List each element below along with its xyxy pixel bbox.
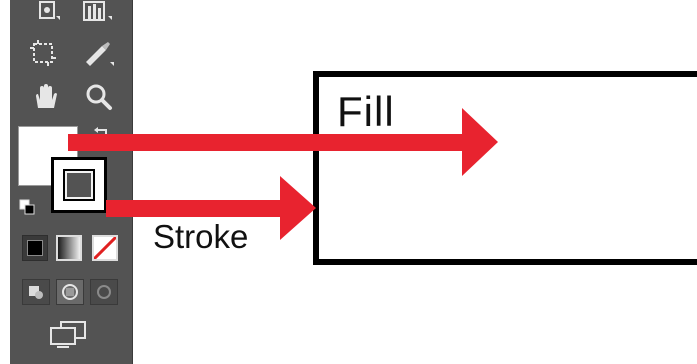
gradient-icon[interactable] xyxy=(56,235,82,261)
canvas-rectangle xyxy=(313,71,697,265)
draw-behind-icon[interactable] xyxy=(56,279,84,305)
swap-arrow-icon[interactable] xyxy=(94,126,110,140)
tools-panel xyxy=(10,0,133,364)
symbol-sprayer-icon[interactable] xyxy=(34,0,74,32)
slice-icon[interactable] xyxy=(78,38,118,70)
artboard-icon[interactable] xyxy=(26,38,66,70)
default-fill-stroke-icon[interactable] xyxy=(19,199,37,215)
stroke-swatch[interactable] xyxy=(51,157,107,213)
fill-label: Fill xyxy=(337,88,395,135)
none-icon[interactable] xyxy=(92,235,118,261)
stroke-swatch-hole xyxy=(63,169,95,201)
column-graph-icon[interactable] xyxy=(80,0,120,32)
draw-normal-icon[interactable] xyxy=(22,279,50,305)
screen-mode-icon[interactable] xyxy=(47,320,91,350)
stroke-label: Stroke xyxy=(153,218,249,255)
hand-icon[interactable] xyxy=(28,82,68,114)
draw-inside-icon[interactable] xyxy=(90,279,118,305)
color-icon[interactable] xyxy=(22,235,48,261)
zoom-icon[interactable] xyxy=(80,82,120,114)
